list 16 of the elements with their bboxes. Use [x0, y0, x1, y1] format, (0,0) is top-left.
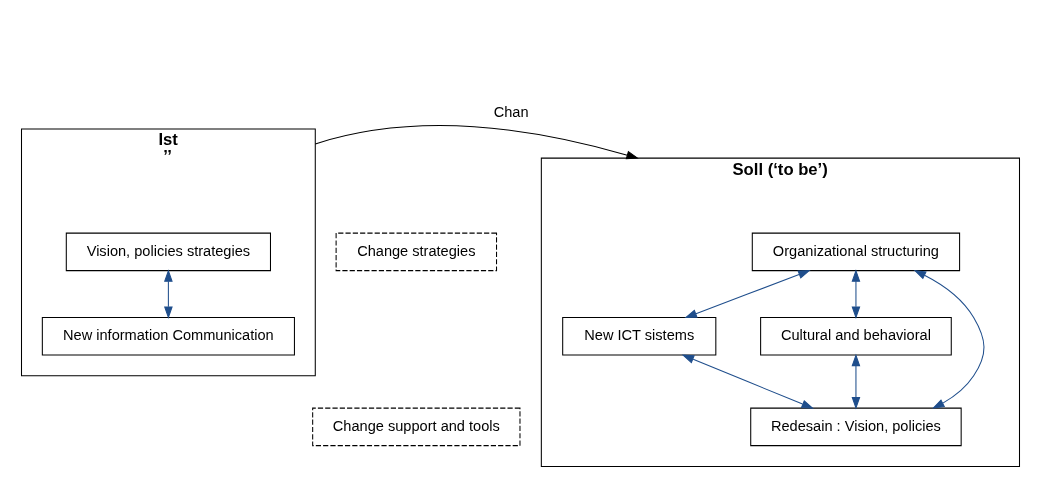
arrow [851, 268, 860, 319]
node-box: Vision, policies strategies [65, 232, 271, 271]
arrow [314, 124, 639, 159]
node-box: New ICT sistems [561, 316, 716, 355]
arrow [913, 269, 984, 409]
node-box: New information Communication [41, 316, 295, 355]
arrow [681, 354, 814, 409]
arrow [163, 268, 173, 319]
node-box: Organizational structuring [751, 232, 960, 271]
node-box: Change support and tools [311, 407, 520, 446]
arrow [683, 269, 811, 318]
node-box: Cultural and behavioral [759, 316, 952, 355]
node-box: Redesain : Vision, policies [749, 407, 962, 446]
arrow [851, 353, 860, 409]
edge-label: Chan [493, 103, 529, 120]
node-box: Change strategies [335, 232, 497, 271]
